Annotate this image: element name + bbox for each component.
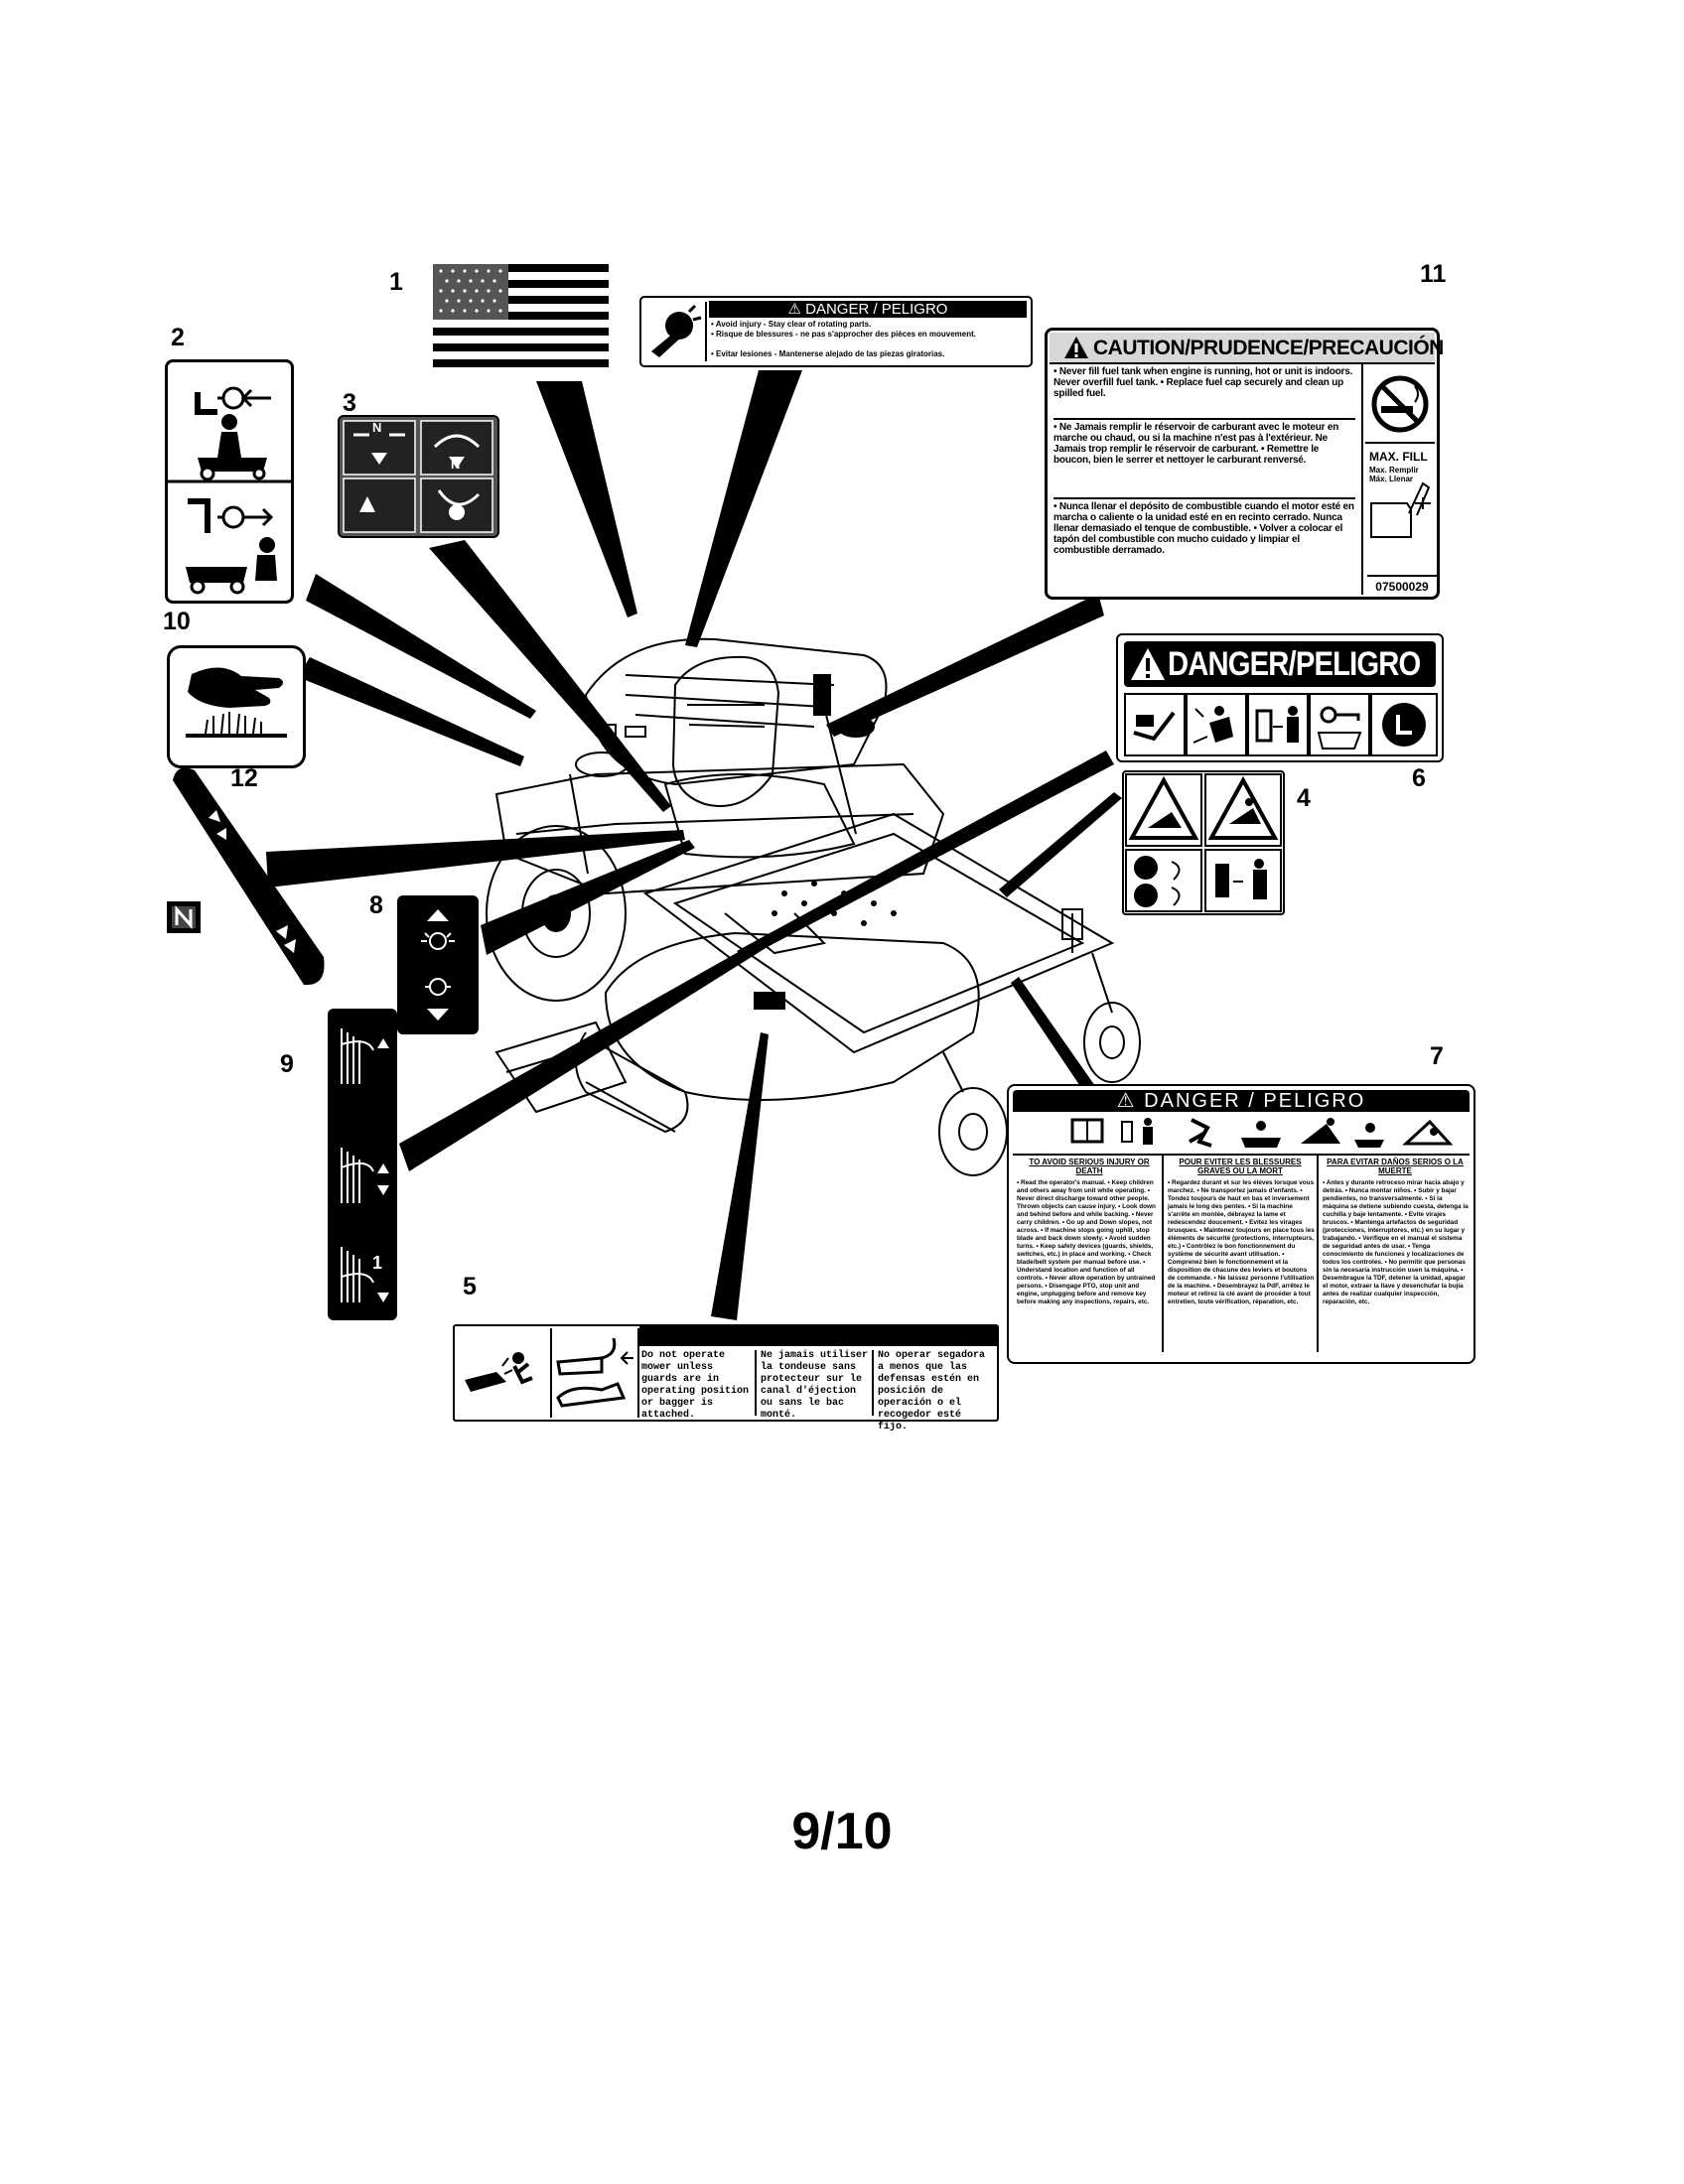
danger7-pictogram-row [1070, 1118, 1454, 1148]
danger7-column-divider-1 [1162, 1156, 1164, 1352]
discharge-guard-picto-1 [457, 1328, 552, 1418]
danger7-col3-text: • Antes y durante retroceso mirar hacia … [1323, 1179, 1469, 1305]
leader-4 [999, 792, 1122, 897]
danger-rotating-line-es: • Evitar lesiones - Mantenerse alejado d… [711, 349, 945, 358]
leader-danger-small [685, 370, 802, 647]
caution-fuel-decal: CAUTION/PRUDENCE/PRECAUCIÓN • Never fill… [1045, 328, 1444, 600]
danger7-header: ⚠ DANGER / PELIGRO [1013, 1090, 1470, 1112]
discharge-guard-decal: Do not operate mower unless guards are i… [453, 1324, 999, 1433]
lever-forward-icon [195, 386, 271, 481]
lever-reverse-icon [186, 498, 277, 595]
motion-control-pictograms [168, 386, 291, 595]
max-fill-label: MAX. FILL [1369, 450, 1428, 464]
rotating-parts-pictogram [645, 302, 707, 361]
drive-lever-neutral-top: N [372, 420, 382, 435]
neutral-n-decal [167, 901, 201, 933]
caution-text-fr: • Ne Jamais remplir le réservoir de carb… [1053, 422, 1355, 499]
leader-6 [737, 751, 1114, 959]
caution-divider [1361, 364, 1363, 595]
warning-triangle-icon [1131, 648, 1165, 680]
danger7-col1-head: TO AVOID SERIOUS INJURY OR DEATH [1029, 1158, 1150, 1175]
motion-control-decal [165, 359, 294, 604]
hand-blade-icon [651, 304, 702, 357]
discharge-guard-text-es: No operar segadora a menos que las defen… [878, 1350, 986, 1433]
us-flag-decal [433, 264, 609, 367]
warning-triangle-icon [1064, 337, 1088, 358]
danger7-col2-text: • Regardez durant et sur les élèves lors… [1168, 1179, 1315, 1305]
discharge-guard-text-panel: Do not operate mower unless guards are i… [639, 1326, 997, 1433]
danger-pictogram-decal: DANGER/PELIGRO [1116, 633, 1444, 762]
max-fill-sub-es: Máx. Llenar [1369, 475, 1414, 483]
caution-header-bar: CAUTION/PRUDENCE/PRECAUCIÓN [1050, 333, 1444, 364]
diagonal-speed-decal [173, 767, 325, 986]
discharge-guard-header-bar [639, 1326, 997, 1346]
callout-5: 5 [463, 1273, 477, 1300]
callout-9: 9 [280, 1050, 294, 1078]
callout-10: 10 [163, 608, 191, 635]
cutting-height-step-number: 1 [372, 1253, 383, 1273]
danger6-header-text: DANGER/PELIGRO [1168, 645, 1421, 683]
danger-operation-decal: ⚠ DANGER / PELIGRO TO AVOID SERIOUS INJU… [1007, 1084, 1475, 1364]
cutting-height-pictograms [341, 1028, 389, 1302]
danger-rotating-header: ⚠ DANGER / PELIGRO [709, 301, 1027, 318]
leader-3 [429, 540, 671, 812]
danger7-col2-head: POUR EVITER LES BLESSURES GRAVES OU LA M… [1179, 1158, 1302, 1175]
max-fill-sub-fr: Max. Remplir [1369, 466, 1419, 475]
drive-lever-pictograms [343, 420, 493, 533]
caution-part-number: 07500029 [1367, 575, 1437, 594]
discharge-guard-text-fr: Ne jamais utiliser la tondeuse sans prot… [761, 1350, 874, 1421]
leader-1 [536, 381, 637, 617]
cutting-height-decal: 1 [328, 1009, 397, 1320]
caution-header-text: CAUTION/PRUDENCE/PRECAUCIÓN [1093, 337, 1444, 359]
danger-rotating-line-fr: • Risque de blessures - ne pas s'approch… [711, 330, 977, 339]
caution-text-en: • Never fill fuel tank when engine is ru… [1053, 366, 1355, 420]
callout-2: 2 [171, 324, 185, 351]
callout-12: 12 [230, 764, 258, 792]
no-smoking-icon [1371, 375, 1429, 433]
callout-1: 1 [389, 268, 403, 296]
page-number: 9/10 [791, 1803, 893, 1860]
danger7-col1-text: • Read the operator's manual. • Keep chi… [1017, 1179, 1156, 1305]
leader-5 [711, 1032, 769, 1320]
thrown-object-icon [465, 1352, 533, 1392]
zero-turn-mower-drawing [486, 637, 1141, 1176]
danger-rotating-parts-decal: ⚠ DANGER / PELIGRO • Avoid injury - Stay… [639, 296, 1033, 367]
callout-8: 8 [369, 891, 383, 919]
danger7-subhead-line [1013, 1154, 1470, 1156]
callout-11: 11 [1420, 260, 1447, 288]
danger-rotating-line-en: • Avoid injury - Stay clear of rotating … [711, 320, 872, 329]
discharge-guard-picto-2 [552, 1328, 639, 1418]
drive-lever-neutral-right: N [451, 457, 461, 472]
leader-11 [826, 594, 1104, 737]
discharge-guard-text-en: Do not operate mower unless guards are i… [641, 1350, 757, 1421]
danger7-column-divider-2 [1317, 1156, 1319, 1352]
callout-3: 3 [343, 389, 356, 417]
leader-10 [298, 657, 524, 766]
throttle-pictograms [421, 909, 455, 1021]
caution-text-es: • Nunca llenar el depósito de combustibl… [1053, 501, 1354, 556]
blade-warning-pictograms [1125, 773, 1282, 912]
leader-2 [306, 574, 536, 719]
danger6-header-bar: DANGER/PELIGRO [1124, 641, 1436, 687]
drive-lever-decal: N N [338, 415, 499, 538]
leader-12 [266, 830, 685, 887]
chute-guard-icon [556, 1337, 633, 1408]
danger7-col3-head: PARA EVITAR DAÑOS SERIOS O LA MUERTE [1327, 1158, 1464, 1175]
letter-n-icon [172, 905, 196, 929]
callout-4: 4 [1297, 784, 1311, 812]
fuel-tank-fill-icon [1370, 481, 1431, 538]
callout-6: 6 [1412, 764, 1426, 792]
no-smoking-panel [1365, 366, 1435, 444]
warning-blade-decal [1122, 770, 1285, 915]
leader-9 [399, 937, 771, 1171]
hand-grass-icon [186, 667, 287, 738]
callout-7: 7 [1430, 1042, 1444, 1070]
danger6-pictograms [1124, 693, 1438, 756]
hot-surface-decal [167, 645, 306, 768]
throttle-decal [397, 895, 479, 1034]
